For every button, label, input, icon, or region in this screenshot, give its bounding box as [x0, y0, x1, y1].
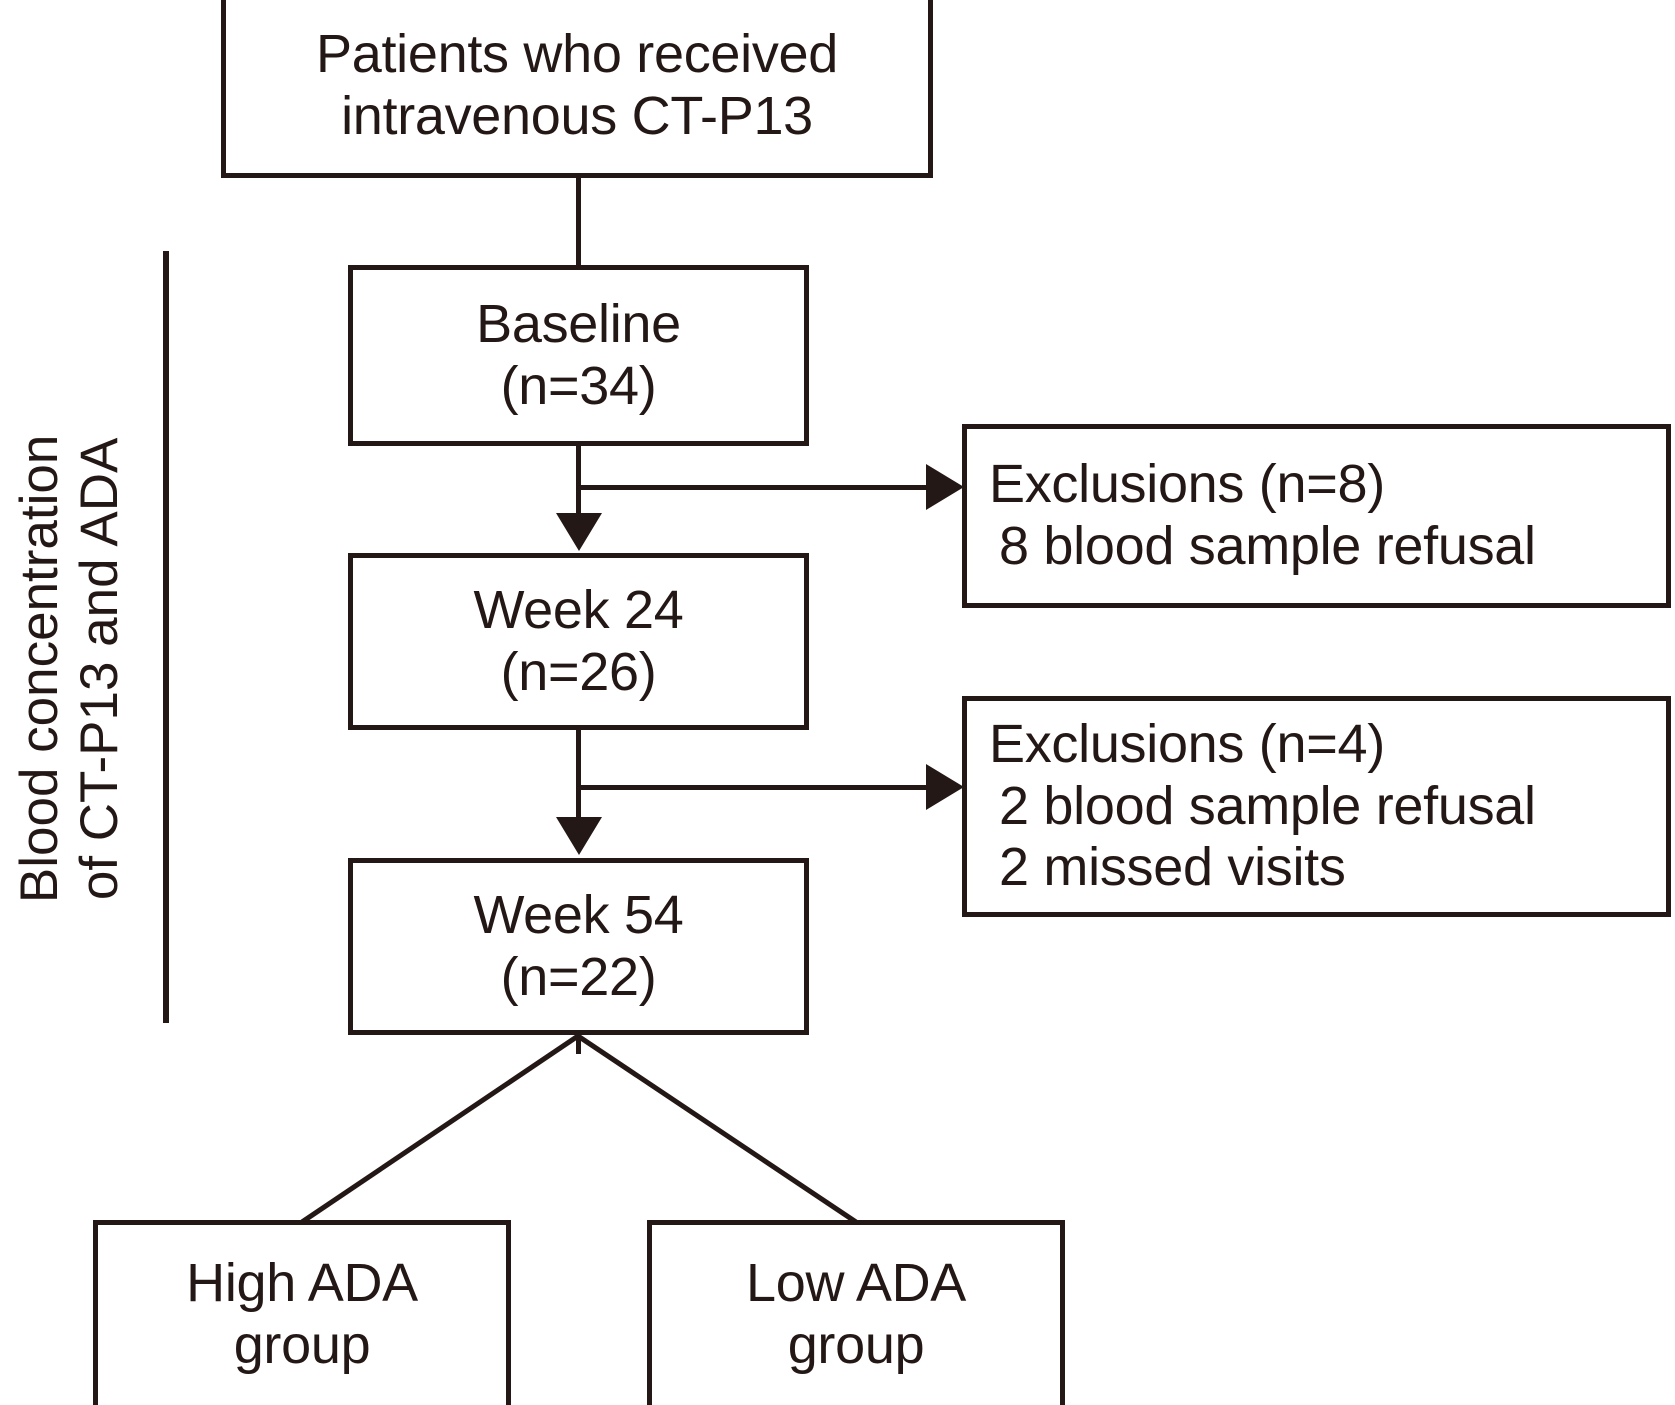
- side-caption-line-1: Blood concentration: [10, 434, 70, 904]
- node-exclusions-1: Exclusions (n=8) 8 blood sample refusal: [962, 424, 1671, 608]
- node-baseline: Baseline (n=34): [348, 265, 809, 446]
- arrowhead-baseline-to-week24: [556, 513, 602, 551]
- arrowhead-to-exclusions1: [926, 464, 964, 510]
- node-week54-label: Week 54: [473, 884, 684, 945]
- node-low-ada-group: Low ADA group: [647, 1220, 1065, 1405]
- arrowhead-to-exclusions2: [926, 764, 964, 810]
- node-exclusions2-title: Exclusions (n=4): [989, 714, 1385, 775]
- connector-baseline-to-week24: [576, 443, 581, 513]
- node-baseline-count: (n=34): [500, 355, 657, 416]
- node-week24-label: Week 24: [473, 579, 684, 640]
- node-source-line-1: Patients who received: [316, 24, 838, 85]
- node-week24-count: (n=26): [500, 641, 657, 702]
- node-exclusions-2: Exclusions (n=4) 2 blood sample refusal …: [962, 696, 1671, 917]
- side-caption-line-2: of CT-P13 and ADA: [70, 437, 129, 901]
- node-week54-count: (n=22): [500, 946, 657, 1007]
- node-exclusions2-reason-1: 2 blood sample refusal: [999, 775, 1536, 836]
- connector-baseline-to-exclusions1: [576, 485, 926, 490]
- node-source-line-2: intravenous CT-P13: [341, 86, 813, 146]
- side-caption: Blood concentration of CT-P13 and ADA: [10, 274, 130, 1064]
- node-low-ada-line-1: Low ADA: [745, 1253, 967, 1314]
- connector-source-to-baseline: [576, 176, 581, 267]
- node-exclusions2-reason-2: 2 missed visits: [999, 837, 1346, 898]
- arrowhead-week24-to-week54: [556, 817, 602, 855]
- node-week-24: Week 24 (n=26): [348, 553, 809, 730]
- node-low-ada-line-2: group: [787, 1315, 925, 1375]
- node-high-ada-line-2: group: [233, 1315, 371, 1375]
- connector-week54-split-stem: [576, 1032, 581, 1054]
- node-exclusions1-reason-1: 8 blood sample refusal: [999, 516, 1536, 576]
- node-high-ada-group: High ADA group: [93, 1220, 511, 1405]
- connector-week24-to-exclusions2: [576, 785, 926, 790]
- connector-week24-to-week54: [576, 727, 581, 817]
- node-high-ada-line-1: High ADA: [186, 1253, 418, 1314]
- node-exclusions1-title: Exclusions (n=8): [989, 454, 1385, 515]
- node-week-54: Week 54 (n=22): [348, 858, 809, 1035]
- node-source-population: Patients who received intravenous CT-P13: [221, 0, 933, 178]
- node-baseline-label: Baseline: [476, 293, 681, 354]
- scope-bracket-line: [163, 251, 169, 1023]
